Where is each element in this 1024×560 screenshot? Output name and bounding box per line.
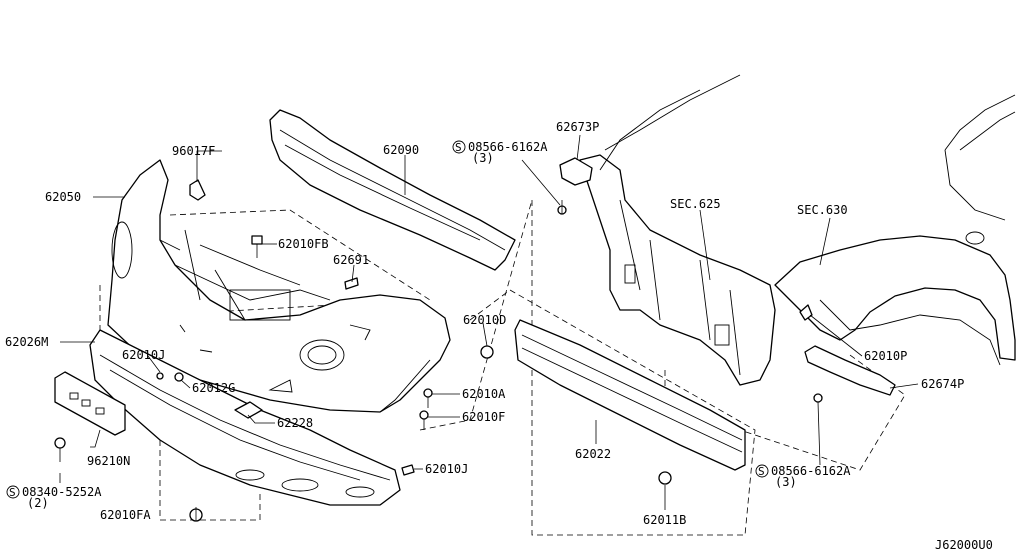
label-08340-5252A: 08340-5252A — [22, 485, 102, 499]
label-96210N: 96210N — [87, 454, 130, 468]
label-sec-630: SEC.630 — [797, 203, 848, 217]
clip-62012G — [174, 372, 184, 382]
screw-symbol-bottom-letter: S — [758, 465, 765, 478]
screw-symbol-left — [6, 485, 20, 499]
fender-brackets — [559, 157, 896, 396]
screw-62010F — [419, 410, 429, 420]
license-plate-bracket — [54, 371, 126, 436]
screw-symbol-bottom — [755, 464, 769, 478]
label-62011B: 62011B — [643, 513, 686, 527]
label-08340-qty: (2) — [27, 496, 49, 510]
label-62050: 62050 — [45, 190, 81, 204]
label-62674P: 62674P — [921, 377, 964, 391]
screw-08566-bottom — [813, 393, 823, 403]
leader-lines — [59, 134, 919, 521]
label-62010FB: 62010FB — [278, 237, 329, 251]
label-62010FA: 62010FA — [100, 508, 151, 522]
label-62010F: 62010F — [462, 410, 505, 424]
screw-symbol-top — [452, 140, 466, 154]
clip-62010FB — [251, 235, 263, 245]
label-08566-top-qty: (3) — [472, 151, 494, 165]
screw-08340 — [54, 437, 66, 449]
label-62673P: 62673P — [556, 120, 599, 134]
nut-62010D — [480, 345, 494, 359]
clip-62010P — [799, 304, 813, 321]
screw-symbol-top-letter: S — [455, 141, 462, 154]
label-62090: 62090 — [383, 143, 419, 157]
screw-symbols: S S S — [6, 140, 769, 499]
radiator-core-support — [579, 154, 776, 386]
label-62012G: 62012G — [192, 381, 235, 395]
upper-reinforcement — [269, 109, 516, 271]
label-62010J-right: 62010J — [425, 462, 468, 476]
label-08566-bottom: 08566-6162A — [771, 464, 851, 478]
bumper-fascia — [107, 159, 451, 413]
bumper-reinforcement — [514, 319, 746, 471]
label-62691: 62691 — [333, 253, 369, 267]
clip-62691 — [344, 277, 359, 290]
screw-62010A — [423, 388, 433, 398]
label-62022: 62022 — [575, 447, 611, 461]
clips-and-fasteners — [54, 179, 823, 522]
fender-body — [599, 74, 1016, 366]
label-96017F: 96017F — [172, 144, 215, 158]
label-62228: 62228 — [277, 416, 313, 430]
screw-symbol-left-letter: S — [9, 486, 16, 499]
clip-96017F — [189, 179, 206, 201]
label-62010A: 62010A — [462, 387, 506, 401]
cover-62228 — [234, 401, 263, 419]
diagram-code: J62000U0 — [935, 538, 993, 552]
label-08566-top: 08566-6162A — [468, 140, 548, 154]
label-62010P: 62010P — [864, 349, 907, 363]
label-62010J-left: 62010J — [122, 348, 165, 362]
label-62010D: 62010D — [463, 313, 506, 327]
nut-62011B — [658, 471, 672, 485]
part-labels: 96017F 62050 62090 62010FB 62691 62026M … — [5, 120, 993, 552]
label-62026M: 62026M — [5, 335, 48, 349]
label-08566-bottom-qty: (3) — [775, 475, 797, 489]
clip-62010J-b — [401, 464, 415, 476]
clip-62010J — [156, 372, 164, 380]
label-sec-625: SEC.625 — [670, 197, 721, 211]
lower-grille — [89, 329, 401, 506]
